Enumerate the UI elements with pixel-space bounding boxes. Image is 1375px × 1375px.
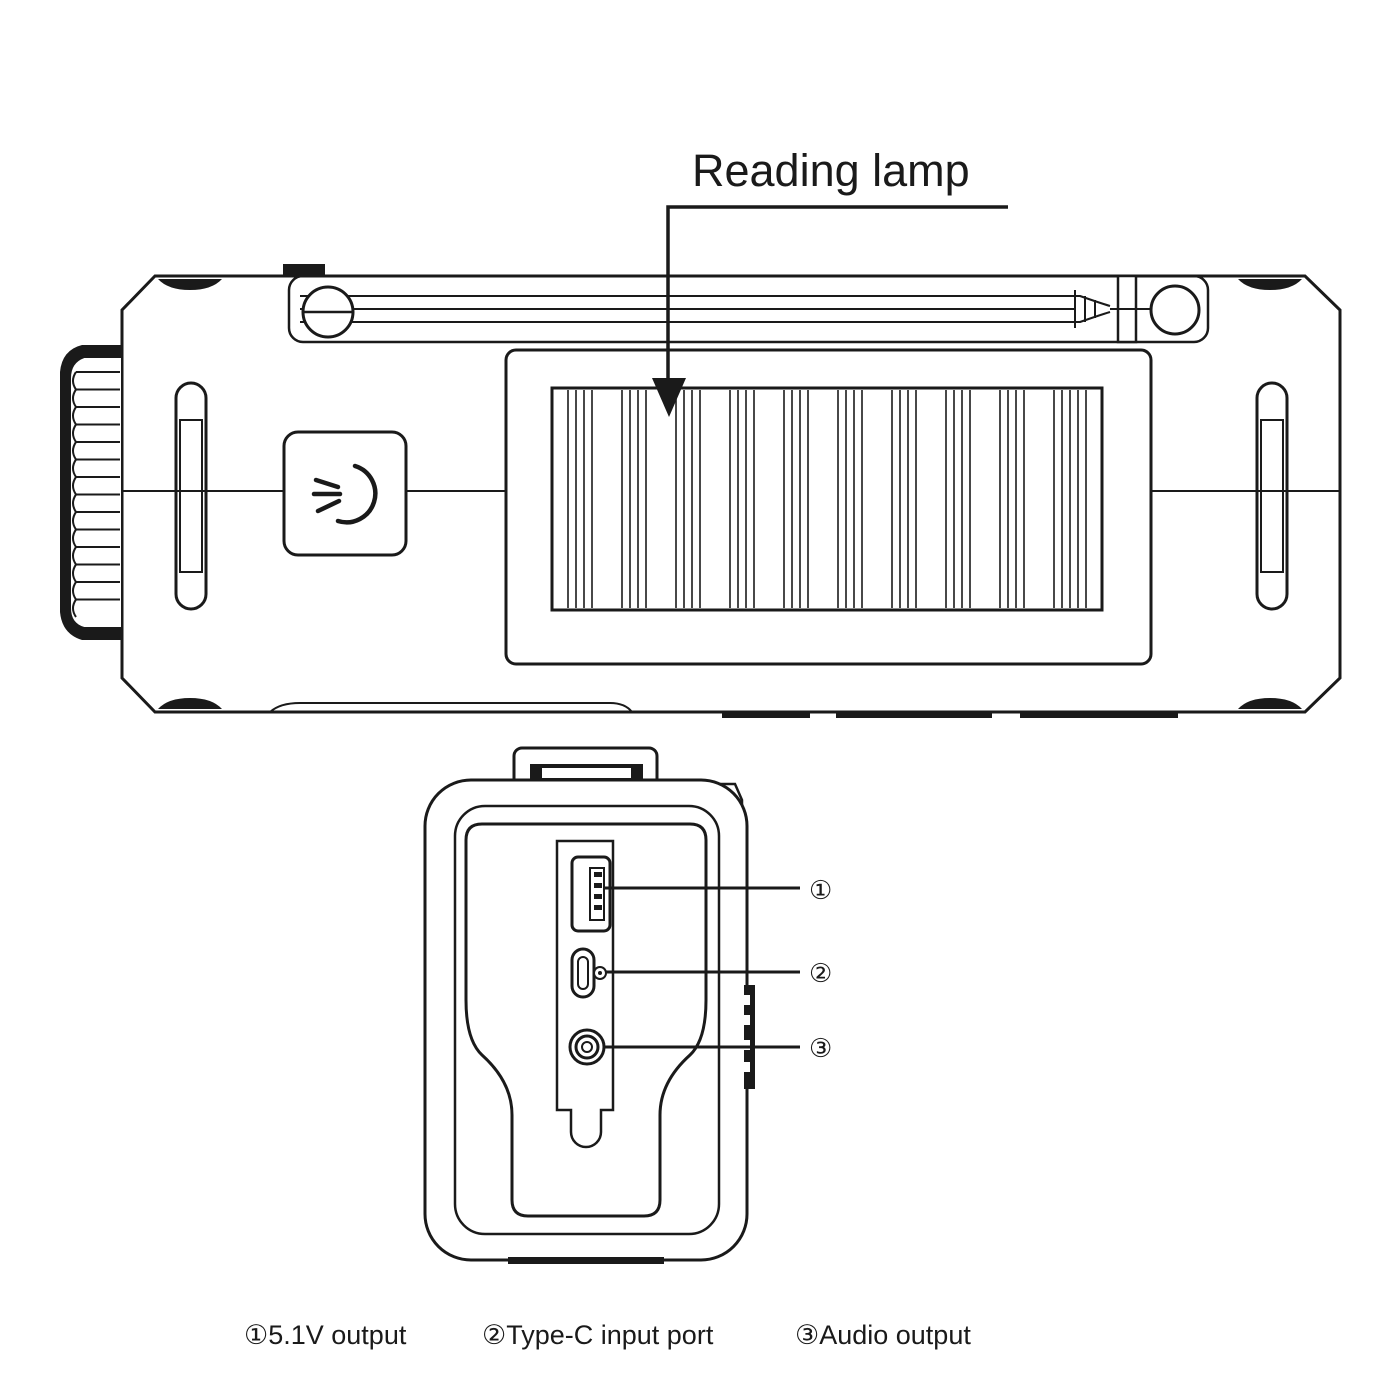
- strap-slot-right: [1255, 381, 1289, 611]
- hand-crank-knob-icon: [60, 345, 123, 640]
- usb-a-port-icon: [570, 855, 612, 933]
- legend-item-1: ①5.1V output: [244, 1320, 407, 1350]
- side-button-strip: [744, 985, 755, 1089]
- legend-text-2: Type-C input port: [506, 1320, 714, 1350]
- corner-foot: [158, 698, 222, 709]
- bottom-bar: [836, 711, 992, 718]
- audio-jack-icon: [568, 1028, 606, 1066]
- legend-item-2: ②Type-C input port: [482, 1320, 714, 1350]
- bottom-bar: [1020, 711, 1178, 718]
- bottom-bar: [722, 711, 810, 718]
- side-foot: [508, 1257, 664, 1264]
- port-marker-2: ②: [809, 958, 832, 988]
- port-marker-3: ③: [809, 1033, 832, 1063]
- usb-c-port-icon: [570, 947, 607, 999]
- antenna-housing: [287, 274, 1210, 344]
- bottom-lip: [269, 702, 633, 713]
- reading-lamp-callout: Reading lamp: [652, 145, 1008, 417]
- radio-top-view: Reading lamp: [60, 145, 1342, 718]
- reading-lamp-label: Reading lamp: [692, 145, 970, 196]
- corner-foot: [1238, 279, 1302, 290]
- solar-panel-icon: [504, 348, 1153, 666]
- legend: ①5.1V output ②Type-C input port ③Audio o…: [244, 1320, 971, 1350]
- radio-side-view: ① ② ③: [423, 746, 832, 1264]
- port-marker-1: ①: [809, 875, 832, 905]
- legend-item-3: ③Audio output: [795, 1320, 971, 1350]
- strap-slot-right-inner: [1260, 419, 1284, 573]
- corner-foot: [158, 279, 222, 290]
- power-light-button-icon: [282, 430, 408, 557]
- antenna-tip-ball: [1149, 284, 1201, 336]
- legend-marker-3: ③: [795, 1320, 819, 1350]
- legend-marker-2: ②: [482, 1320, 506, 1350]
- legend-marker-1: ①: [244, 1320, 268, 1350]
- side-body-inner: [453, 804, 721, 1236]
- legend-text-1: 5.1V output: [268, 1320, 407, 1350]
- strap-slot-left: [174, 381, 208, 611]
- corner-foot: [1238, 698, 1302, 709]
- legend-text-3: Audio output: [819, 1320, 971, 1350]
- port-recess: [464, 822, 708, 1218]
- strap-slot-left-inner: [179, 419, 203, 573]
- telescopic-antenna: [300, 274, 1201, 344]
